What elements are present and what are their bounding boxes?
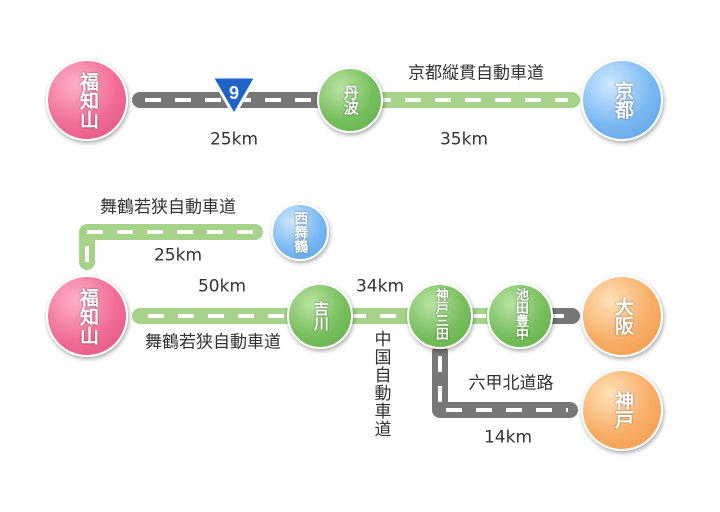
node-label: 吉川	[311, 301, 330, 331]
node-fukuchiyama-top[interactable]: 福知山	[46, 59, 128, 141]
road-maizuru-branch	[79, 224, 263, 270]
distance-tamba-kyoto: 35km	[439, 129, 489, 150]
node-label: 神戸三田	[432, 288, 448, 340]
node-label: 丹波	[341, 85, 360, 115]
node-kobesanda[interactable]: 神戸三田	[407, 283, 473, 349]
distance-maizuru-branch: 25km	[153, 245, 203, 266]
node-label: 西舞鶴	[292, 211, 309, 253]
route-label-chugoku: 中国自動車道	[370, 330, 391, 438]
route-label-rokko-kita: 六甲北道路	[468, 373, 554, 394]
road-rokko-kita	[432, 344, 578, 418]
node-nishimaizuru[interactable]: 西舞鶴	[271, 203, 329, 261]
node-label: 福知山	[76, 287, 99, 345]
node-ikeda-toyonaka[interactable]: 池田豊中	[487, 283, 553, 349]
route-number: 9	[229, 83, 239, 103]
node-fukuchiyama-bottom[interactable]: 福知山	[46, 275, 128, 357]
route-label-maizuru-wakasa-lower: 舞鶴若狭自動車道	[145, 332, 281, 353]
node-label: 福知山	[76, 71, 99, 129]
node-osaka[interactable]: 大阪	[581, 275, 663, 357]
node-kyoto[interactable]: 京都	[581, 59, 663, 141]
node-tamba[interactable]: 丹波	[317, 67, 383, 133]
distance-yokawa-kobesanda: 34km	[355, 276, 405, 297]
node-kobe[interactable]: 神戸	[581, 369, 663, 451]
route-9-icon: 9	[208, 73, 260, 119]
distance-kobesanda-kobe: 14km	[483, 427, 533, 448]
route-label-maizuru-wakasa-upper: 舞鶴若狭自動車道	[100, 197, 236, 218]
node-label: 神戸	[611, 391, 634, 429]
node-label: 京都	[611, 81, 634, 119]
distance-fukuchiyama-yokawa: 50km	[197, 276, 247, 297]
route-label-kyoto-jukan: 京都縦貫自動車道	[408, 63, 544, 84]
node-label: 大阪	[611, 297, 634, 335]
distance-fukuchiyama-tamba: 25km	[209, 129, 259, 150]
node-yokawa[interactable]: 吉川	[287, 283, 353, 349]
node-label: 池田豊中	[512, 288, 528, 340]
